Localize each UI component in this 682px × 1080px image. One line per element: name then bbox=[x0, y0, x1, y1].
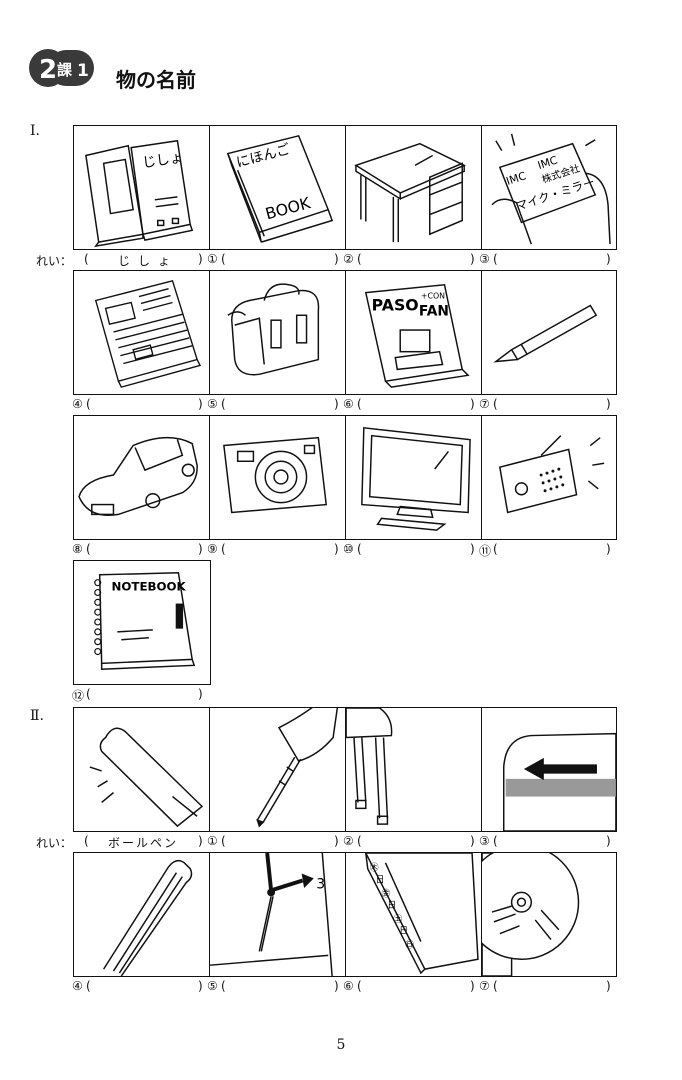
picture-dictionary: じしょ bbox=[73, 125, 211, 250]
answer2-num-5: ⑤ bbox=[207, 979, 218, 993]
row3-labels: ⑧ ( ) ⑨ ( ) ⑩ ( ) ⑪ ( ) bbox=[72, 542, 611, 558]
magazine-c-text: +CON bbox=[421, 292, 445, 301]
row4-labels: ⑫ ( ) bbox=[72, 687, 203, 703]
answer2-num-1: ① bbox=[207, 834, 218, 848]
picture-diary: ㊍ 日 ㊎ 日 ㊏ 日 ㊐ bbox=[345, 852, 483, 977]
answer-num-7: ⑦ bbox=[479, 397, 490, 411]
diary-day-2: 日 bbox=[376, 875, 385, 886]
answer-num-12: ⑫ bbox=[72, 689, 85, 703]
answer-num-5: ⑤ bbox=[207, 397, 218, 411]
answer-num-11: ⑪ bbox=[479, 544, 492, 558]
answer-num-4: ④ bbox=[72, 397, 83, 411]
example-answer: じしょ bbox=[118, 254, 179, 268]
row1-labels: れい： ( じしょ ) ① ( ) ② ( ) ③ ( ) bbox=[36, 252, 611, 268]
answer-num-6: ⑥ bbox=[343, 397, 354, 411]
answer-num-1: ① bbox=[207, 252, 218, 266]
picture-desk bbox=[345, 125, 483, 250]
diary-day-1: ㊍ bbox=[370, 863, 379, 874]
card-company-text: IMC bbox=[505, 169, 528, 188]
lesson-number: 2 bbox=[39, 55, 57, 85]
diary-day-7: ㊐ bbox=[405, 939, 414, 950]
clock-number-text: 3 bbox=[316, 876, 325, 892]
picture-card-arrow bbox=[481, 707, 617, 832]
picture-newspaper bbox=[73, 270, 211, 395]
lesson-sub: 1 bbox=[77, 61, 89, 81]
picture-cd bbox=[481, 852, 617, 977]
answer2-num-4: ④ bbox=[72, 979, 83, 993]
picture-book: にほんご BOOK bbox=[209, 125, 347, 250]
lesson-kanji: 課 bbox=[57, 61, 73, 79]
card-company2-text: IMC bbox=[536, 154, 559, 173]
answer-num-10: ⑩ bbox=[343, 542, 354, 556]
row5-labels: れい： ( ボールペン ) ① ( ) ② ( ) ③ ( ) bbox=[36, 834, 611, 850]
picture-radio bbox=[481, 415, 617, 540]
row2-labels: ④ ( ) ⑤ ( ) ⑥ ( ) ⑦ ( ) bbox=[72, 397, 611, 411]
page-number: 5 bbox=[336, 1037, 346, 1053]
magazine-a-text: PASO bbox=[372, 295, 419, 314]
example2-answer: ボールペン bbox=[108, 836, 179, 850]
example2-label: れい： bbox=[36, 836, 73, 850]
section1-mark: Ⅰ. bbox=[30, 123, 40, 139]
answer2-num-6: ⑥ bbox=[343, 979, 354, 993]
diary-day-3: ㊎ bbox=[382, 888, 391, 899]
answer-num-8: ⑧ bbox=[72, 542, 83, 556]
diary-day-5: ㊏ bbox=[393, 914, 402, 925]
picture-ballpoint-pen-tip bbox=[73, 707, 211, 832]
answer2-num-7: ⑦ bbox=[479, 979, 490, 993]
picture-key bbox=[73, 852, 211, 977]
picture-chair bbox=[345, 707, 483, 832]
picture-bag bbox=[209, 270, 347, 395]
example-label: れい： bbox=[36, 254, 73, 268]
answer-num-2: ② bbox=[343, 252, 354, 266]
dictionary-text: じしょ bbox=[141, 150, 184, 172]
diary-day-4: 日 bbox=[387, 900, 396, 911]
picture-business-card: IMC IMC 株式会社 マイク・ミラー bbox=[481, 125, 617, 250]
page-title: 物の名前 bbox=[116, 68, 196, 92]
picture-umbrella bbox=[209, 707, 347, 832]
picture-car bbox=[73, 415, 211, 540]
picture-notebook: NOTEBOOK bbox=[73, 560, 211, 685]
picture-television bbox=[345, 415, 483, 540]
row6-labels: ④ ( ) ⑤ ( ) ⑥ ( ) ⑦ ( ) bbox=[72, 979, 611, 993]
picture-pencil bbox=[481, 270, 617, 395]
answer2-num-2: ② bbox=[343, 834, 354, 848]
picture-magazine: PASO FAN +CON bbox=[345, 270, 483, 395]
notebook-text: NOTEBOOK bbox=[111, 580, 186, 594]
answer2-num-3: ③ bbox=[479, 834, 490, 848]
lesson-badge: 2 課 1 bbox=[28, 48, 98, 88]
answer-num-9: ⑨ bbox=[207, 542, 218, 556]
section2-mark: Ⅱ. bbox=[30, 708, 44, 724]
picture-camera bbox=[209, 415, 347, 540]
magazine-b-text: FAN bbox=[419, 303, 449, 319]
answer-num-3: ③ bbox=[479, 252, 490, 266]
picture-clock: 3 bbox=[209, 852, 347, 977]
diary-day-6: 日 bbox=[399, 926, 408, 937]
